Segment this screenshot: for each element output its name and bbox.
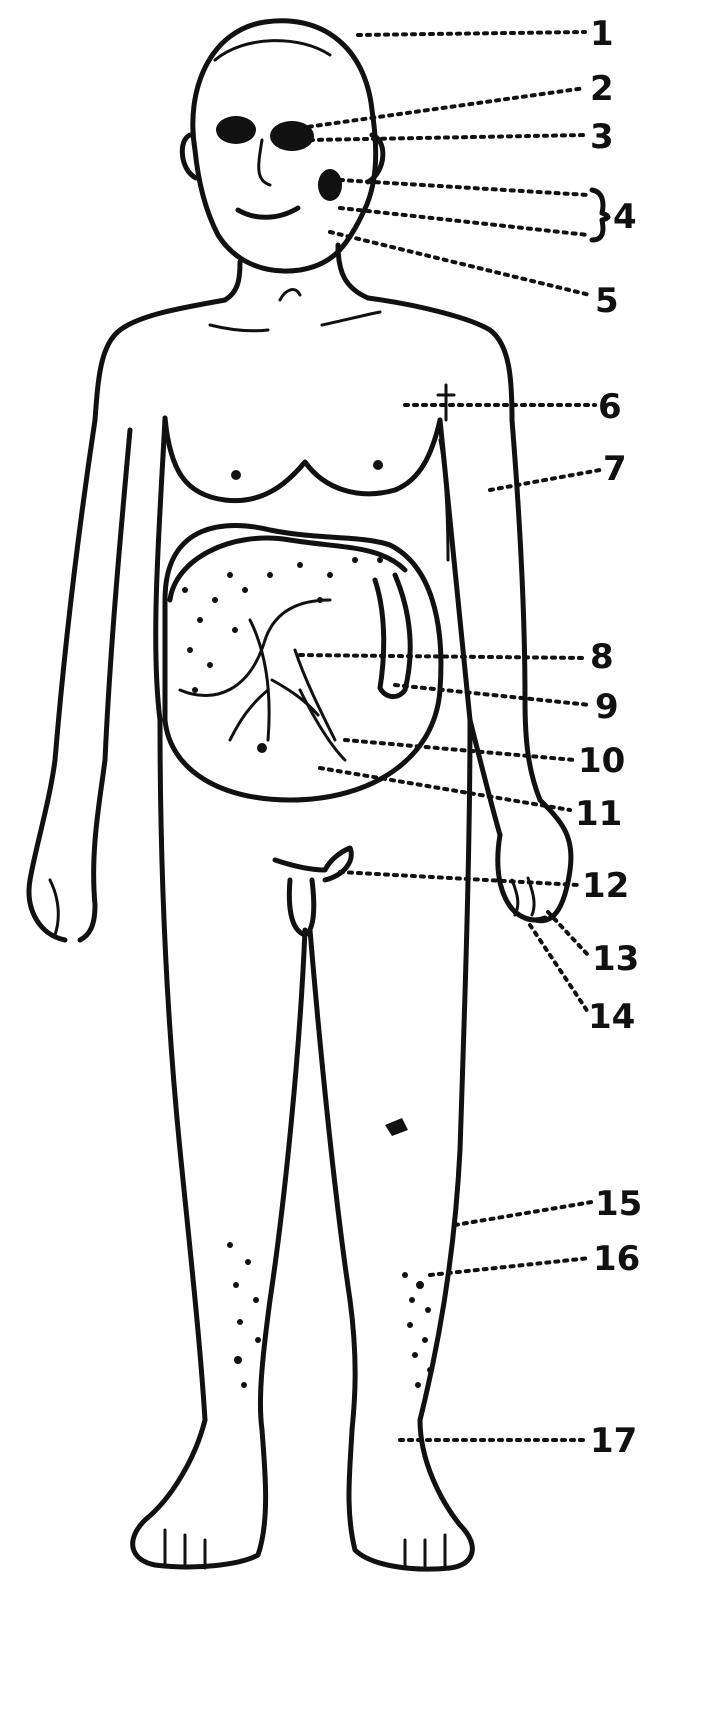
label-17: 17 [590, 1421, 637, 1461]
number-labels: 1 2 3 4 5 6 7 8 9 10 11 12 13 14 15 16 1… [575, 14, 642, 1461]
leader-7 [490, 470, 600, 490]
leader-1 [358, 32, 585, 35]
label-7: 7 [603, 449, 627, 489]
leader-8 [300, 655, 585, 658]
label-3: 3 [590, 117, 614, 157]
label-1: 1 [590, 14, 614, 54]
shin-stippling [227, 1242, 433, 1388]
leader-15 [455, 1202, 592, 1225]
label-12: 12 [582, 866, 629, 906]
label-10: 10 [578, 741, 625, 781]
abdomen [165, 525, 441, 800]
label-15: 15 [595, 1184, 642, 1224]
label-5: 5 [595, 281, 619, 321]
leader-3 [310, 135, 585, 140]
leader-16 [430, 1258, 590, 1275]
liver-stippling [182, 557, 383, 693]
leader-4b [340, 208, 588, 235]
label-2: 2 [590, 69, 614, 109]
arms [29, 420, 571, 940]
cheek-mark [318, 169, 342, 201]
label-16: 16 [593, 1239, 640, 1279]
label-9: 9 [595, 687, 619, 727]
leader-12 [340, 872, 578, 885]
leader-14 [530, 925, 588, 1012]
leader-13 [548, 912, 588, 955]
label-6: 6 [598, 387, 622, 427]
leader-9 [395, 685, 590, 705]
head [182, 21, 383, 271]
label-8: 8 [590, 637, 614, 677]
brace-4 [592, 190, 608, 240]
leader-4a [340, 180, 588, 195]
leader-10 [345, 740, 575, 760]
leader-5 [330, 232, 590, 295]
leader-2 [300, 88, 585, 128]
label-11: 11 [575, 794, 622, 834]
label-4: 4 [613, 197, 637, 237]
label-13: 13 [592, 939, 639, 979]
label-14: 14 [588, 997, 635, 1037]
torso [95, 245, 512, 720]
left-eye-mark [216, 116, 256, 144]
